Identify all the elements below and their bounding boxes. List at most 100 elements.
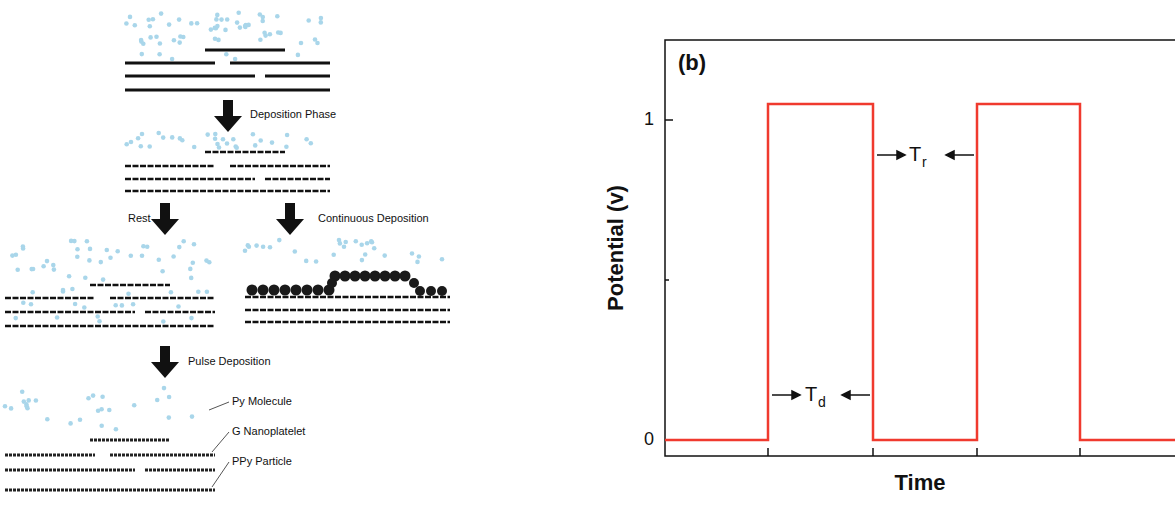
drawing-stroke [265, 75, 330, 78]
drawing-stroke [82, 305, 87, 310]
drawing-stroke [120, 303, 125, 308]
drawing-stroke [141, 41, 146, 46]
drawing-stroke [293, 249, 298, 254]
drawing-stroke [212, 462, 229, 487]
drawing-stroke [319, 16, 324, 21]
tick-label: 0 [644, 430, 654, 448]
drawing-stroke [231, 137, 236, 142]
graphene-ppy-layers [5, 440, 215, 490]
drawing-stroke [285, 133, 290, 138]
drawing-stroke [5, 453, 95, 456]
drawing-stroke [68, 421, 73, 426]
drawing-stroke [268, 32, 273, 37]
interval-symbol: T [805, 384, 817, 404]
drawing-stroke [91, 393, 96, 398]
drawing-stroke [195, 21, 200, 26]
drawing-stroke [213, 132, 218, 137]
drawing-stroke [126, 292, 131, 297]
graphene-layers [125, 50, 330, 90]
drawing-stroke [191, 260, 196, 265]
drawing-stroke [157, 52, 162, 57]
drawing-stroke [196, 289, 201, 294]
drawing-stroke [304, 259, 309, 264]
drawing-stroke [327, 278, 337, 288]
chart [665, 40, 1175, 456]
drawing-stroke [230, 62, 330, 65]
drawing-stroke [125, 62, 215, 65]
drawing-stroke [61, 289, 66, 294]
drawing-stroke [140, 253, 145, 258]
drawing-stroke [236, 11, 241, 16]
drawing-stroke [100, 395, 105, 400]
drawing-stroke [70, 287, 75, 292]
drawing-stroke [148, 35, 153, 40]
drawing-stroke [221, 137, 226, 142]
drawing-stroke [409, 278, 419, 288]
drawing-stroke [10, 253, 15, 258]
drawing-stroke [302, 285, 313, 296]
drawing-stroke [133, 23, 138, 28]
drawing-stroke [299, 41, 304, 46]
drawing-stroke [105, 248, 110, 253]
drawing-stroke [215, 13, 220, 18]
drawing-stroke [125, 165, 215, 167]
step-label: Continuous Deposition [318, 213, 429, 224]
drawing-stroke [260, 19, 265, 24]
drawing-stroke [214, 100, 242, 132]
py-molecules [3, 11, 445, 432]
drawing-stroke [181, 239, 186, 244]
drawing-stroke [90, 284, 170, 286]
drawing-stroke [45, 417, 50, 422]
drawing-stroke [30, 290, 35, 295]
interval-subscript: r [922, 155, 927, 169]
drawing-stroke [306, 18, 311, 23]
drawing-stroke [245, 296, 450, 298]
drawing-stroke [354, 239, 359, 244]
drawing-stroke [265, 178, 330, 180]
drawing-stroke [5, 297, 95, 299]
drawing-stroke [75, 247, 80, 252]
drawing-stroke [170, 57, 175, 62]
drawing-stroke [21, 301, 26, 306]
drawing-stroke [212, 432, 229, 452]
drawing-stroke [75, 254, 80, 259]
drawing-stroke [125, 75, 255, 78]
drawing-stroke [107, 408, 112, 413]
drawing-stroke [263, 33, 268, 38]
drawing-stroke [131, 302, 136, 307]
drawing-stroke [277, 238, 282, 243]
drawing-stroke [219, 17, 224, 22]
drawing-stroke [205, 132, 210, 137]
drawing-stroke [99, 423, 104, 428]
drawing-stroke [209, 402, 229, 410]
drawing-stroke [253, 143, 258, 148]
drawing-stroke [319, 20, 324, 25]
drawing-stroke [101, 277, 106, 282]
drawing-stroke [110, 453, 215, 456]
drawing-stroke [665, 40, 1175, 456]
drawing-stroke [872, 448, 874, 456]
drawing-stroke [304, 137, 309, 142]
drawing-stroke [136, 136, 141, 141]
drawing-stroke [154, 34, 159, 39]
drawing-stroke [243, 248, 248, 253]
drawing-stroke [245, 309, 450, 311]
drawing-stroke [189, 276, 194, 281]
drawing-stroke [246, 243, 251, 248]
drawing-stroke [234, 146, 239, 151]
drawing-stroke [258, 138, 263, 143]
drawing-stroke [99, 260, 104, 265]
drawing-stroke [269, 285, 280, 296]
drawing-stroke [440, 257, 445, 262]
drawing-stroke [400, 271, 411, 282]
drawing-stroke [189, 21, 194, 26]
drawing-stroke [147, 144, 152, 149]
drawing-stroke [145, 468, 215, 471]
drawing-stroke [214, 17, 219, 22]
drawing-stroke [284, 144, 289, 149]
drawing-stroke [426, 286, 436, 296]
drawing-stroke [86, 396, 91, 401]
drawing-stroke [280, 285, 291, 296]
drawing-stroke [129, 254, 134, 259]
